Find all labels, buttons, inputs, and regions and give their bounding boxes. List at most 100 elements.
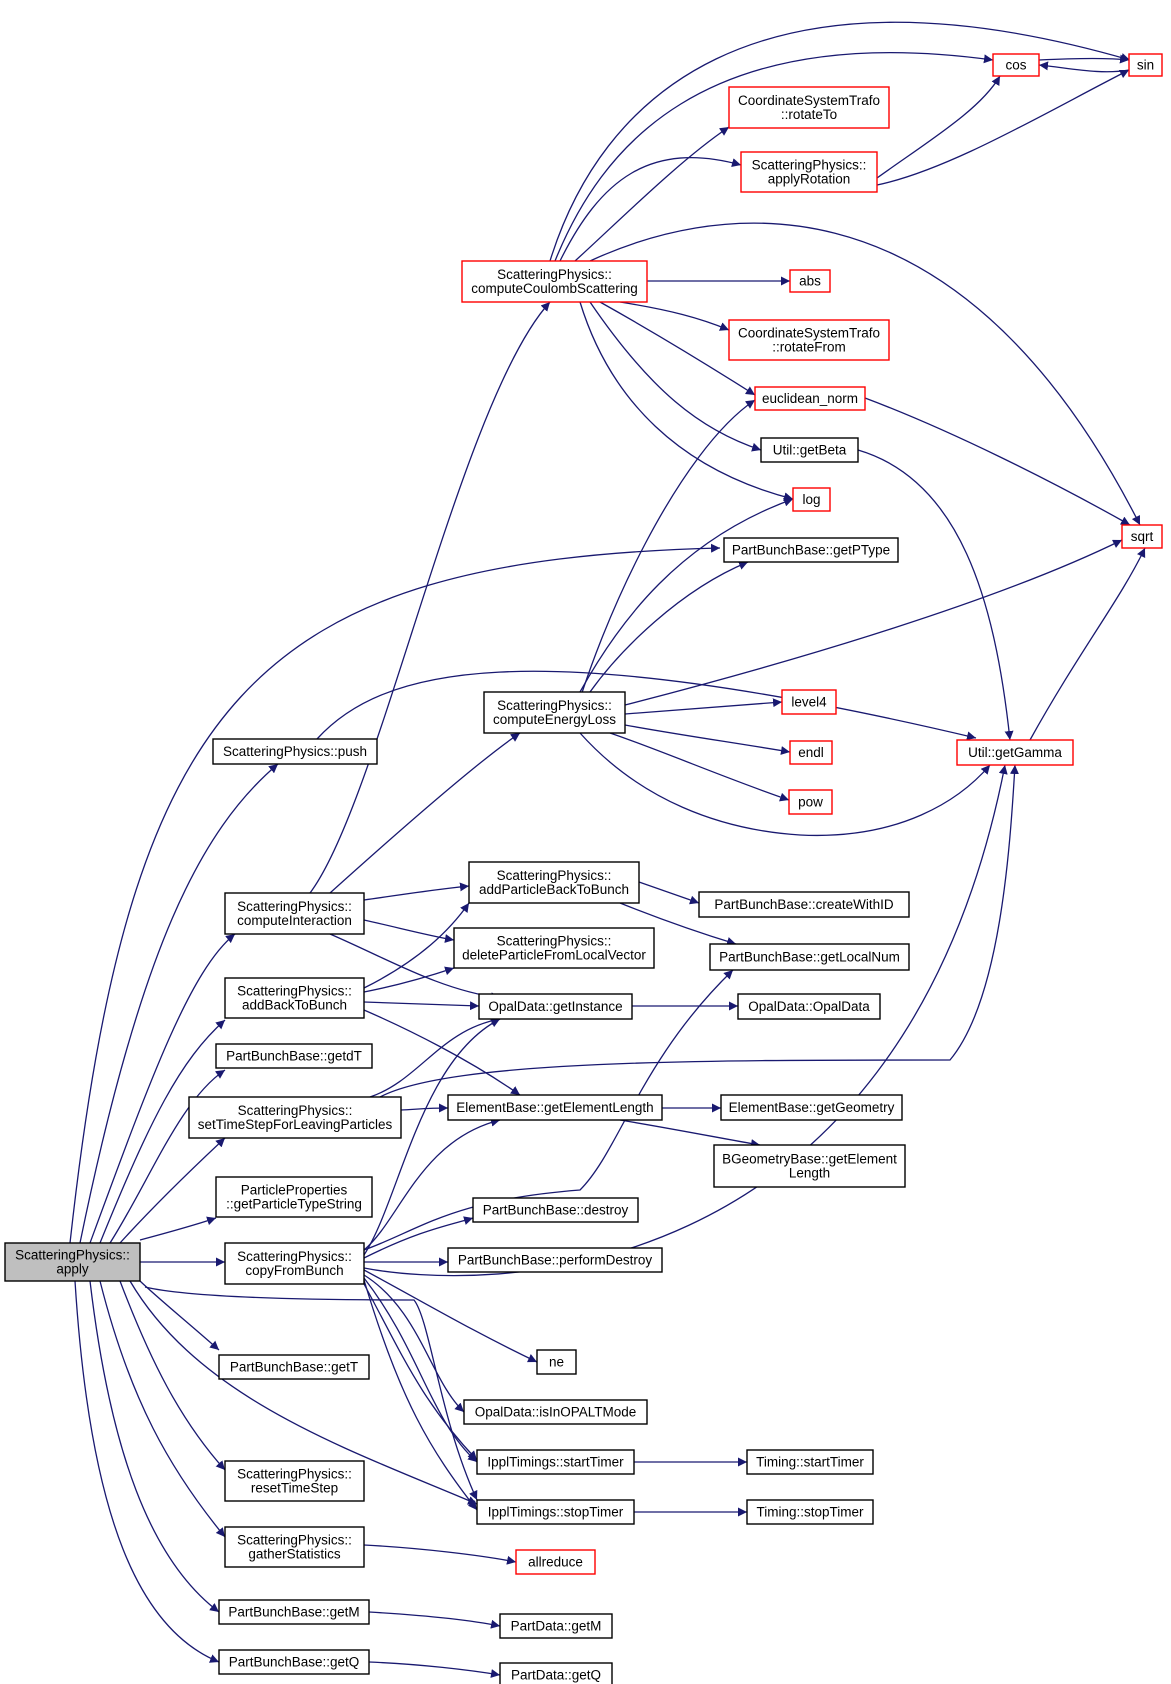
node-gather-stats[interactable]: ScatteringPhysics::gatherStatistics xyxy=(224,1526,365,1568)
node-add-back-to-bunch[interactable]: ScatteringPhysics::addBackToBunch xyxy=(224,977,365,1019)
node-apply-rotation[interactable]: ScatteringPhysics::applyRotation xyxy=(740,151,878,193)
node-delete-particle[interactable]: ScatteringPhysics::deleteParticleFromLoc… xyxy=(453,927,655,969)
node-pow[interactable]: pow xyxy=(788,789,833,815)
node-box[interactable] xyxy=(212,738,378,765)
node-opal-data[interactable]: OpalData::OpalData xyxy=(737,993,881,1020)
node-box[interactable] xyxy=(746,1449,874,1475)
node-box[interactable] xyxy=(709,943,910,971)
node-compute-interaction[interactable]: ScatteringPhysics::computeInteraction xyxy=(224,892,365,935)
node-box[interactable] xyxy=(4,1242,141,1282)
node-box[interactable] xyxy=(1121,524,1163,549)
node-box[interactable] xyxy=(224,1526,365,1568)
node-part-data-get-m[interactable]: PartData::getM xyxy=(499,1613,613,1639)
node-box[interactable] xyxy=(224,977,365,1019)
node-box[interactable] xyxy=(461,260,648,303)
node-push[interactable]: ScatteringPhysics::push xyxy=(212,738,378,765)
node-create-with-id[interactable]: PartBunchBase::createWithID xyxy=(698,891,910,918)
node-set-time-step[interactable]: ScatteringPhysics::setTimeStepForLeaving… xyxy=(188,1096,402,1139)
node-is-in-opalt[interactable]: OpalData::isInOPALTMode xyxy=(463,1399,648,1425)
node-box[interactable] xyxy=(463,1399,648,1425)
node-box[interactable] xyxy=(956,739,1074,766)
node-box[interactable] xyxy=(215,1176,373,1218)
node-box[interactable] xyxy=(215,1043,373,1069)
node-destroy[interactable]: PartBunchBase::destroy xyxy=(472,1197,639,1223)
node-box[interactable] xyxy=(468,861,640,904)
node-timing-start[interactable]: Timing::startTimer xyxy=(746,1449,874,1475)
node-perform-destroy[interactable]: PartBunchBase::performDestroy xyxy=(447,1247,663,1273)
node-ne[interactable]: ne xyxy=(536,1349,577,1375)
node-get-gamma[interactable]: Util::getGamma xyxy=(956,739,1074,766)
node-apply[interactable]: ScatteringPhysics::apply xyxy=(4,1242,141,1282)
node-box[interactable] xyxy=(737,993,881,1020)
node-box[interactable] xyxy=(781,689,837,715)
node-box[interactable] xyxy=(515,1549,596,1575)
node-get-instance[interactable]: OpalData::getInstance xyxy=(478,993,633,1020)
node-box[interactable] xyxy=(188,1096,402,1139)
node-get-element-length[interactable]: ElementBase::getElementLength xyxy=(447,1094,663,1121)
node-abs[interactable]: abs xyxy=(789,269,831,293)
node-box[interactable] xyxy=(224,1460,365,1502)
node-box[interactable] xyxy=(476,1449,635,1475)
node-box[interactable] xyxy=(472,1197,639,1223)
node-compute-coulomb[interactable]: ScatteringPhysics::computeCoulombScatter… xyxy=(461,260,648,303)
node-box[interactable] xyxy=(788,789,833,815)
node-box[interactable] xyxy=(720,1094,903,1121)
node-box[interactable] xyxy=(760,437,859,463)
node-getd-t[interactable]: PartBunchBase::getdT xyxy=(215,1043,373,1069)
node-box[interactable] xyxy=(447,1094,663,1121)
node-box[interactable] xyxy=(483,691,626,734)
node-box[interactable] xyxy=(992,53,1040,77)
node-box[interactable] xyxy=(746,1499,874,1525)
node-box[interactable] xyxy=(224,1242,365,1285)
node-box[interactable] xyxy=(536,1349,577,1375)
node-endl[interactable]: endl xyxy=(789,740,833,765)
node-get-local-num[interactable]: PartBunchBase::getLocalNum xyxy=(709,943,910,971)
node-box[interactable] xyxy=(218,1649,370,1675)
node-box[interactable] xyxy=(789,269,831,293)
node-rotate-to[interactable]: CoordinateSystemTrafo::rotateTo xyxy=(728,86,890,129)
node-euclidean[interactable]: euclidean_norm xyxy=(754,386,866,411)
node-sin[interactable]: sin xyxy=(1128,53,1163,77)
node-box[interactable] xyxy=(1128,53,1163,77)
node-b-geom-length[interactable]: BGeometryBase::getElementLength xyxy=(713,1144,906,1188)
node-part-data-get-q[interactable]: PartData::getQ xyxy=(499,1662,613,1684)
node-box[interactable] xyxy=(499,1662,613,1684)
node-level4[interactable]: level4 xyxy=(781,689,837,715)
node-box[interactable] xyxy=(476,1499,635,1525)
node-get-m[interactable]: PartBunchBase::getM xyxy=(218,1599,370,1625)
node-box[interactable] xyxy=(453,927,655,969)
node-timing-stop[interactable]: Timing::stopTimer xyxy=(746,1499,874,1525)
node-box[interactable] xyxy=(713,1144,906,1188)
node-box[interactable] xyxy=(740,151,878,193)
node-box[interactable] xyxy=(447,1247,663,1273)
node-log[interactable]: log xyxy=(792,487,831,512)
node-box[interactable] xyxy=(478,993,633,1020)
node-box[interactable] xyxy=(754,386,866,411)
node-box[interactable] xyxy=(723,537,899,563)
node-rotate-from[interactable]: CoordinateSystemTrafo::rotateFrom xyxy=(728,319,890,361)
node-box[interactable] xyxy=(218,1354,370,1380)
node-ippl-stop[interactable]: IpplTimings::stopTimer xyxy=(476,1499,635,1525)
node-get-t[interactable]: PartBunchBase::getT xyxy=(218,1354,370,1380)
node-sqrt[interactable]: sqrt xyxy=(1121,524,1163,549)
node-copy-from-bunch[interactable]: ScatteringPhysics::copyFromBunch xyxy=(224,1242,365,1285)
node-particle-props[interactable]: ParticleProperties::getParticleTypeStrin… xyxy=(215,1176,373,1218)
node-box[interactable] xyxy=(698,891,910,918)
node-add-particle-back[interactable]: ScatteringPhysics::addParticleBackToBunc… xyxy=(468,861,640,904)
node-box[interactable] xyxy=(789,740,833,765)
node-box[interactable] xyxy=(224,892,365,935)
node-get-ptype[interactable]: PartBunchBase::getPType xyxy=(723,537,899,563)
node-box[interactable] xyxy=(218,1599,370,1625)
node-get-q[interactable]: PartBunchBase::getQ xyxy=(218,1649,370,1675)
node-cos[interactable]: cos xyxy=(992,53,1040,77)
node-ippl-start[interactable]: IpplTimings::startTimer xyxy=(476,1449,635,1475)
node-box[interactable] xyxy=(792,487,831,512)
node-get-geometry[interactable]: ElementBase::getGeometry xyxy=(720,1094,903,1121)
node-allreduce[interactable]: allreduce xyxy=(515,1549,596,1575)
node-box[interactable] xyxy=(728,86,890,129)
node-reset-time-step[interactable]: ScatteringPhysics::resetTimeStep xyxy=(224,1460,365,1502)
node-get-beta[interactable]: Util::getBeta xyxy=(760,437,859,463)
node-compute-energy[interactable]: ScatteringPhysics::computeEnergyLoss xyxy=(483,691,626,734)
node-box[interactable] xyxy=(499,1613,613,1639)
node-box[interactable] xyxy=(728,319,890,361)
